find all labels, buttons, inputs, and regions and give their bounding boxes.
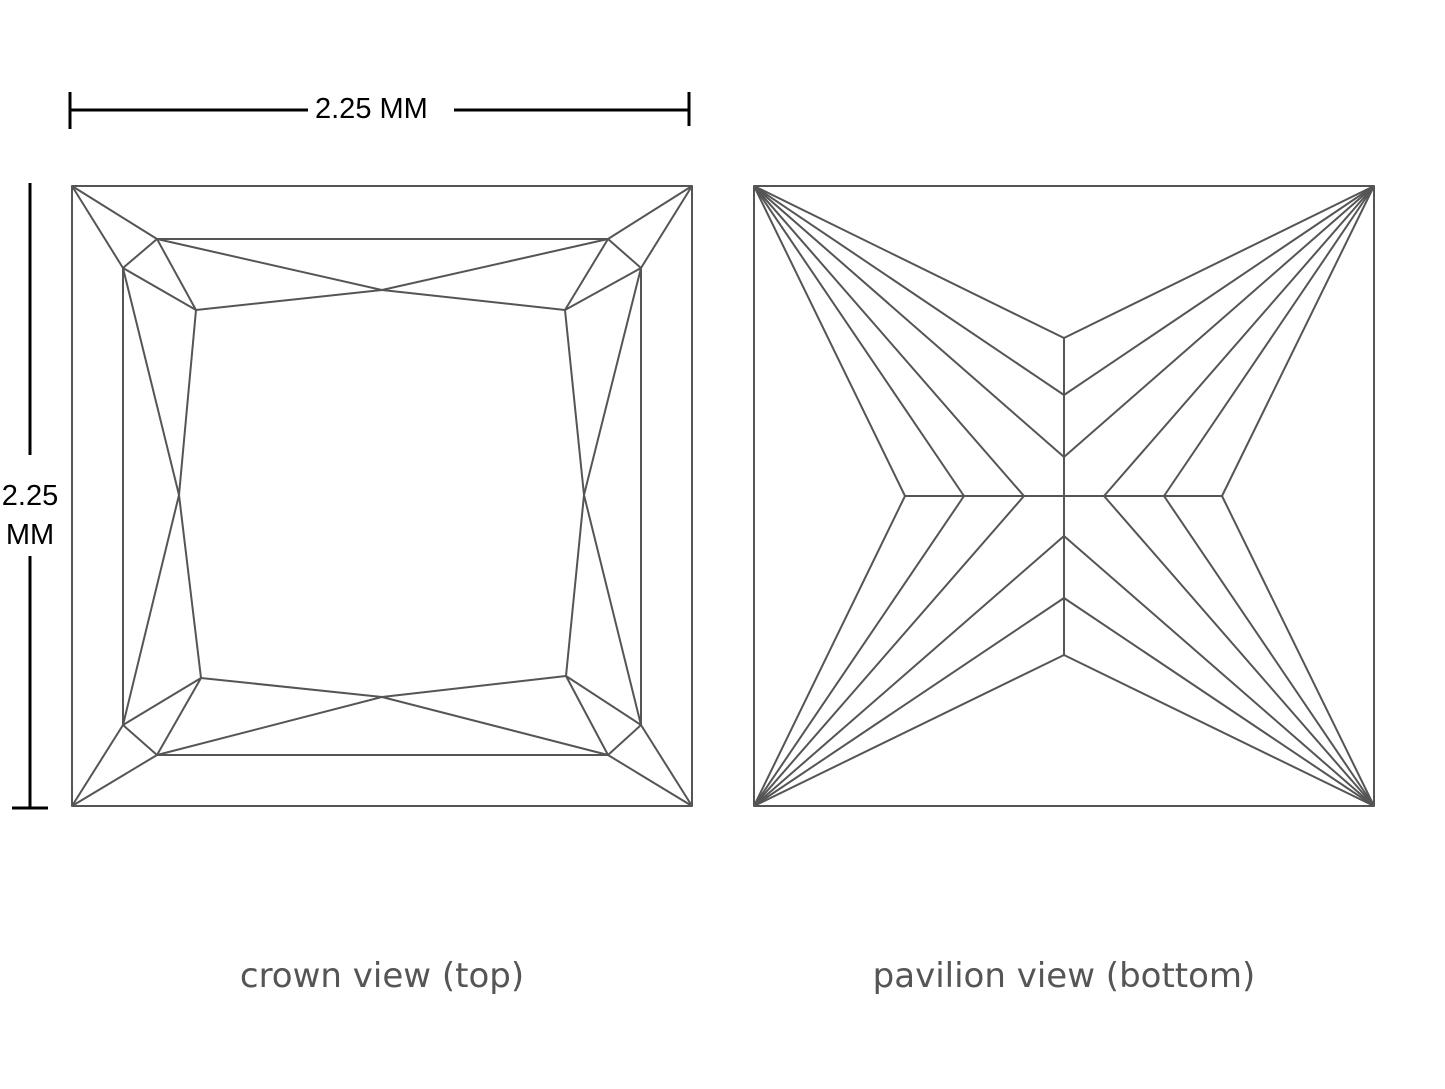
pavilion-fan-bottom-right <box>1063 495 1375 807</box>
pavilion-outline <box>753 185 1375 807</box>
crown-view-caption: crown view (top) <box>239 956 525 996</box>
crown-corner-facet-tl <box>71 185 197 311</box>
crown-star-bottom <box>156 696 609 756</box>
pavilion-fan-top-left <box>753 185 1065 497</box>
width-dimension <box>68 92 691 129</box>
crown-view <box>71 185 693 807</box>
crown-corner-facet-tr <box>564 185 693 311</box>
crown-corner-facet-br <box>565 675 693 807</box>
pavilion-fan-top-right <box>1063 185 1375 497</box>
pavilion-view-caption: pavilion view (bottom) <box>872 956 1256 996</box>
height-dimension-label: 2.25 MM <box>0 477 60 555</box>
crown-outline <box>71 185 693 807</box>
crown-star-left <box>122 267 180 726</box>
crown-star-top <box>156 238 609 291</box>
pavilion-view <box>753 185 1375 807</box>
crown-corner-facet-bl <box>71 677 202 807</box>
height-dimension <box>12 183 48 810</box>
height-dimension-label-unit: MM <box>5 519 55 551</box>
pavilion-fan-bottom-left <box>753 495 1065 807</box>
crown-table <box>178 289 585 698</box>
height-dimension-label-value: 2.25 <box>1 480 59 512</box>
crown-star-right <box>583 267 642 726</box>
width-dimension-label: 2.25 MM <box>315 93 428 125</box>
